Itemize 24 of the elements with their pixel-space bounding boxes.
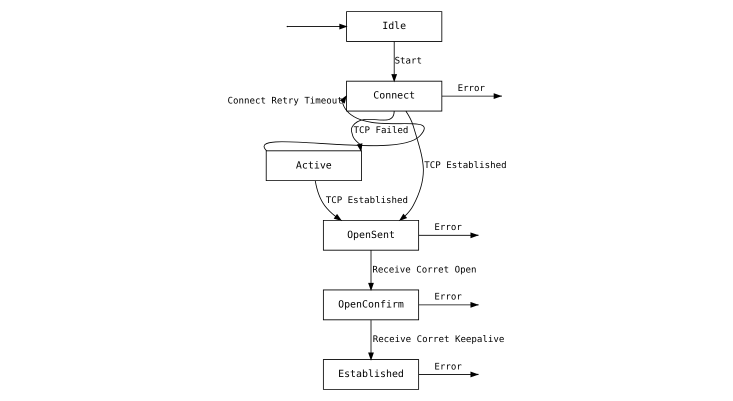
edge-label: Error xyxy=(434,292,462,303)
node-box: Active xyxy=(265,150,362,182)
node-box: OpenConfirm xyxy=(322,290,419,320)
edge-label: Error xyxy=(434,223,462,234)
arrow xyxy=(398,110,424,222)
edge-label: TCP Established xyxy=(325,196,408,206)
edge-label: TCP Failed xyxy=(353,126,408,136)
node-box: Established xyxy=(322,359,419,390)
arrow xyxy=(368,250,374,292)
edge-label: Error xyxy=(434,362,462,372)
edge-label: Receive Corret Open xyxy=(372,265,476,276)
arrow xyxy=(314,180,342,222)
arrow xyxy=(368,320,374,361)
edge-label: TCP Established xyxy=(424,161,506,172)
arrow xyxy=(286,24,348,30)
edge-label: Receive Corret Keepalive xyxy=(372,334,504,345)
node-box: Idle xyxy=(346,11,442,42)
node-box: Connect xyxy=(346,80,442,112)
node-box: OpenSent xyxy=(322,220,419,251)
arrow xyxy=(418,232,478,238)
arrow xyxy=(390,41,397,82)
edge-label: Start xyxy=(394,56,422,67)
edge-label: Connect Retry Timeout xyxy=(227,96,342,107)
edge-label: Error xyxy=(457,84,485,94)
